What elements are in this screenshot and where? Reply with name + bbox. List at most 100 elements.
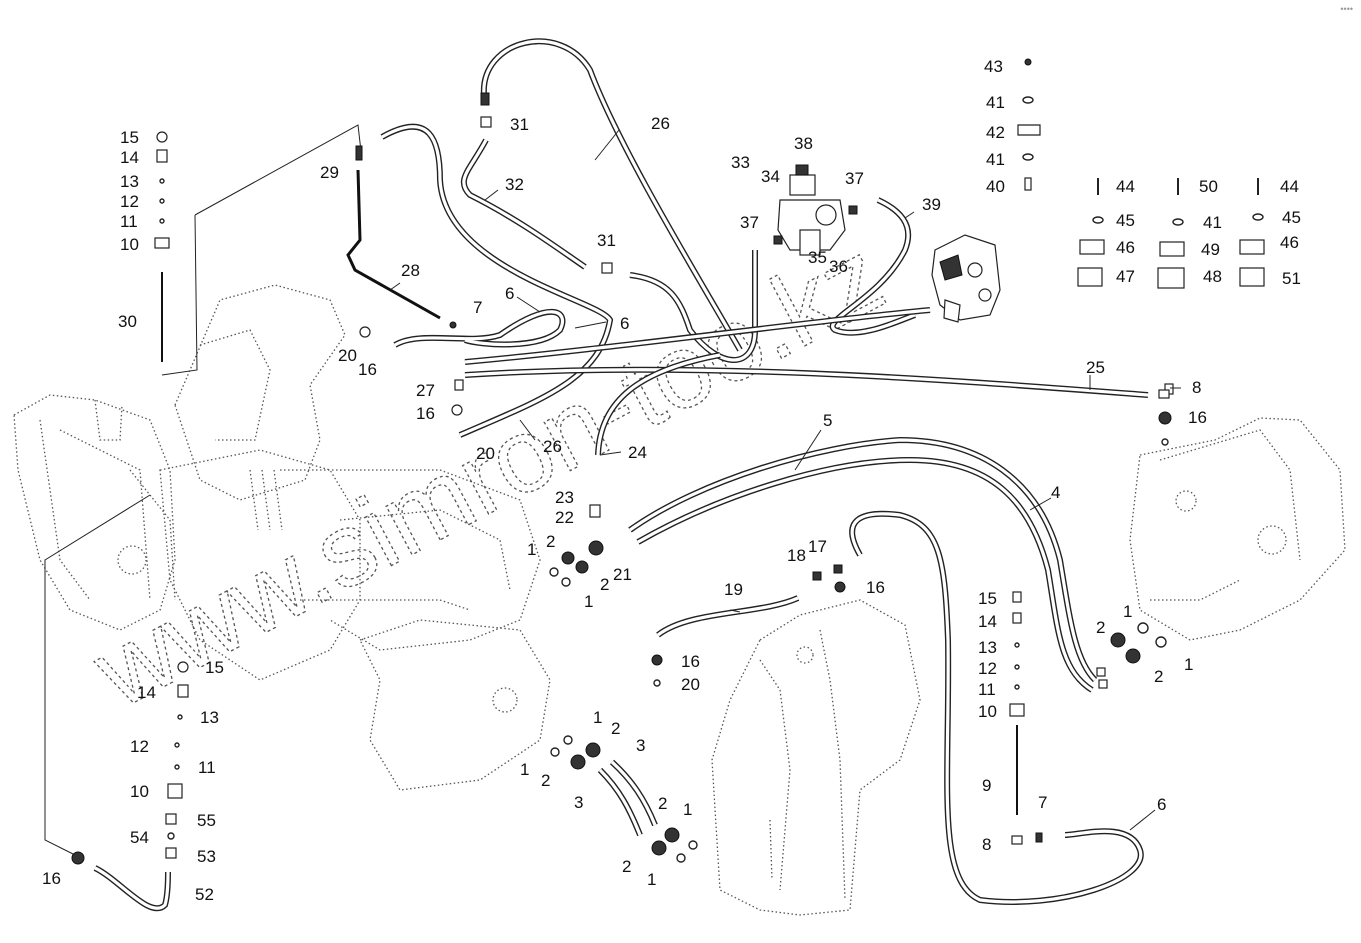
callout-14: 14 — [120, 148, 139, 167]
callout-49: 49 — [1201, 240, 1220, 259]
callout-leaders — [389, 129, 1181, 831]
callout-22: 22 — [555, 508, 574, 527]
callout-45-b: 45 — [1282, 208, 1301, 227]
callout-20-upper: 20 — [338, 346, 357, 365]
callout-32: 32 — [505, 175, 524, 194]
callout-54: 54 — [130, 828, 149, 847]
callout-4: 4 — [1051, 483, 1060, 502]
callout-43: 43 — [984, 57, 1003, 76]
callout-55: 55 — [197, 811, 216, 830]
callout-42: 42 — [986, 123, 1005, 142]
callout-15-right: 15 — [978, 589, 997, 608]
callout-35: 35 — [808, 248, 827, 267]
callout-23: 23 — [555, 488, 574, 507]
valve-block-39 — [931, 234, 1001, 323]
callout-5: 5 — [823, 411, 832, 430]
callout-44-b: 44 — [1280, 177, 1299, 196]
fittings — [71, 58, 1265, 865]
callout-8-upper: 8 — [1192, 378, 1201, 397]
callout-11-right: 11 — [978, 680, 996, 699]
callout-40: 40 — [986, 177, 1005, 196]
callout-16-mid: 16 — [416, 404, 435, 423]
center-step-housing — [711, 599, 921, 916]
callout-46-b: 46 — [1280, 233, 1299, 252]
callout-6-upper-a: 6 — [505, 284, 514, 303]
callout-17: 17 — [808, 537, 827, 556]
hose-39 — [829, 197, 916, 336]
callout-12-left: 12 — [130, 737, 149, 756]
callout-15: 15 — [120, 128, 139, 147]
callout-15-left: 15 — [205, 658, 224, 677]
callout-7-upper: 7 — [473, 298, 482, 317]
callout-1-f: 1 — [647, 870, 656, 889]
callout-41-c: 41 — [1203, 213, 1222, 232]
callout-25: 25 — [1086, 358, 1105, 377]
callout-29: 29 — [320, 163, 339, 182]
callout-1-b: 1 — [584, 592, 593, 611]
callout-12-right: 12 — [978, 659, 997, 678]
callout-21: 21 — [613, 565, 632, 584]
callout-1-a: 1 — [527, 540, 536, 559]
hose-3-pair — [597, 759, 658, 837]
callout-10-right: 10 — [978, 702, 997, 721]
callout-2-right-b: 2 — [1154, 667, 1163, 686]
callout-2-right-a: 2 — [1096, 618, 1105, 637]
callout-26-lower: 26 — [543, 437, 562, 456]
callout-1-right-a: 1 — [1123, 602, 1132, 621]
callout-3-b: 3 — [574, 793, 583, 812]
callout-28: 28 — [401, 261, 420, 280]
left-leader-lines — [44, 124, 363, 856]
watermark-text: www.simron-too.kz — [75, 218, 901, 731]
callout-24: 24 — [628, 443, 647, 462]
hose-52 — [93, 865, 171, 912]
callout-10: 10 — [120, 235, 139, 254]
hose-4 — [636, 456, 1094, 693]
callout-26-upper: 26 — [651, 114, 670, 133]
callout-16-center: 16 — [866, 578, 885, 597]
callout-37-a: 37 — [845, 169, 864, 188]
callout-2-d: 2 — [541, 771, 550, 790]
callout-41-b: 41 — [986, 150, 1005, 169]
callout-1-right-b: 1 — [1184, 655, 1193, 674]
callout-38: 38 — [794, 134, 813, 153]
callout-9: 9 — [982, 776, 991, 795]
callout-48: 48 — [1203, 267, 1222, 286]
callout-14-right: 14 — [978, 612, 997, 631]
hose-25 — [464, 307, 1149, 398]
callout-1-e: 1 — [683, 800, 692, 819]
hose-19 — [656, 595, 800, 638]
callout-45-a: 45 — [1116, 211, 1135, 230]
left-cab-housing — [13, 394, 176, 631]
callout-27: 27 — [416, 381, 435, 400]
callout-16-right: 16 — [1188, 408, 1207, 427]
callout-13-left: 13 — [200, 708, 219, 727]
corner-mark: •••• — [1340, 4, 1353, 14]
callout-37-b: 37 — [740, 213, 759, 232]
callout-31-upper: 31 — [510, 115, 529, 134]
callout-50: 50 — [1199, 177, 1218, 196]
callout-19: 19 — [724, 580, 743, 599]
hose-6-upper — [393, 308, 566, 348]
hose-6-lower — [849, 510, 1144, 905]
callout-1-c: 1 — [593, 708, 602, 727]
callout-13: 13 — [120, 172, 139, 191]
callout-6-upper-b: 6 — [620, 314, 629, 333]
callout-20-mid: 20 — [476, 444, 495, 463]
hose-26-upper — [480, 38, 743, 352]
callout-18: 18 — [787, 546, 806, 565]
callout-13-right: 13 — [978, 638, 997, 657]
callout-52: 52 — [195, 885, 214, 904]
callout-3-a: 3 — [636, 736, 645, 755]
hose-26-lower — [380, 123, 614, 438]
hose-5 — [628, 436, 1098, 683]
callout-12: 12 — [120, 192, 139, 211]
right-fender-housing — [1129, 417, 1346, 641]
callout-46-a: 46 — [1116, 238, 1135, 257]
callout-1-d: 1 — [520, 760, 529, 779]
callout-20-lower: 20 — [681, 675, 700, 694]
callout-47: 47 — [1116, 267, 1135, 286]
callout-39: 39 — [922, 195, 941, 214]
callout-11: 11 — [120, 212, 138, 231]
center-frame-housing — [159, 284, 551, 791]
